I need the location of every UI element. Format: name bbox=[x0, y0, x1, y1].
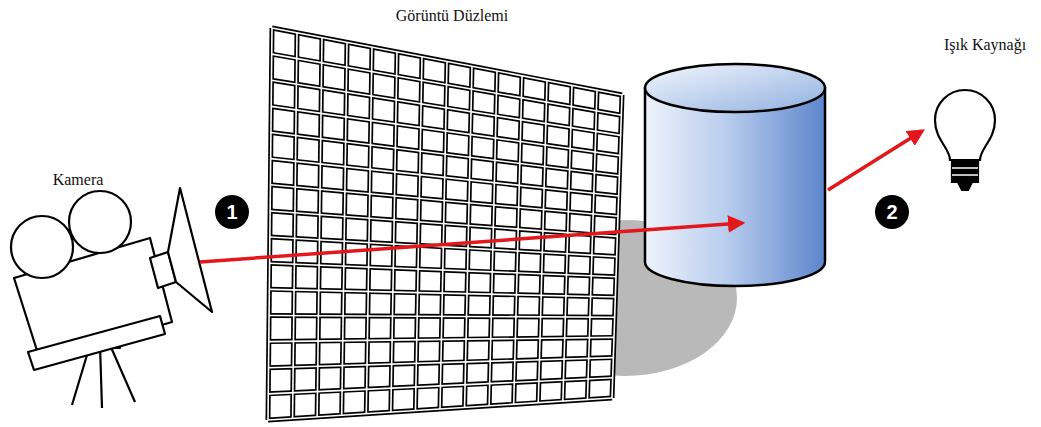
grid-line-gap bbox=[268, 378, 612, 394]
grid-line-gap bbox=[342, 42, 347, 415]
grid-line-gap bbox=[391, 52, 397, 412]
grid-line bbox=[587, 90, 597, 399]
grid-line bbox=[612, 95, 622, 398]
grid-line-gap bbox=[270, 211, 617, 236]
grid-line bbox=[342, 42, 347, 415]
primary-ray bbox=[200, 223, 742, 262]
grid-line-gap bbox=[270, 185, 618, 216]
grid-line-gap bbox=[415, 57, 422, 411]
grid-line-gap bbox=[269, 358, 614, 368]
grid-line bbox=[366, 47, 372, 414]
grid-line-gap bbox=[489, 71, 497, 406]
cylinder-object bbox=[645, 64, 825, 286]
grid-line bbox=[415, 57, 422, 411]
light-bulb-symbol bbox=[935, 90, 995, 190]
callout-number: 1 bbox=[226, 202, 237, 222]
grid-line-gap bbox=[269, 289, 615, 297]
callout-circle: 1 bbox=[215, 195, 249, 229]
grid-line-gap bbox=[269, 337, 614, 341]
grid-line bbox=[440, 62, 447, 410]
grid-line bbox=[268, 28, 272, 420]
grid-line-gap bbox=[563, 85, 572, 401]
grid-line-gap bbox=[268, 28, 272, 420]
grid-line-gap bbox=[538, 81, 547, 403]
grid-line-gap bbox=[293, 33, 297, 419]
grid-line-gap bbox=[440, 62, 447, 410]
grid-line bbox=[465, 66, 472, 407]
grid-line bbox=[538, 81, 547, 403]
grid-line-gap bbox=[271, 133, 619, 176]
grid-line-gap bbox=[269, 315, 615, 317]
image-plane-grid bbox=[268, 28, 622, 420]
grid-line-gap bbox=[587, 90, 597, 399]
camera-label: Kamera bbox=[53, 171, 104, 189]
grid-line bbox=[563, 85, 572, 401]
callout-number: 2 bbox=[886, 202, 897, 222]
grid-line bbox=[489, 71, 497, 406]
shadow-ray bbox=[828, 131, 922, 190]
grid-line-gap bbox=[268, 398, 612, 420]
grid-ground bbox=[268, 28, 622, 420]
grid-line-gap bbox=[271, 106, 620, 155]
plane-label: Görüntü Düzlemi bbox=[396, 7, 508, 25]
grid-line-gap bbox=[612, 95, 622, 398]
grid-line bbox=[269, 315, 615, 317]
callout-circle: 2 bbox=[875, 195, 909, 229]
grid-line bbox=[391, 52, 397, 412]
grid-line bbox=[317, 38, 322, 417]
grid-line-gap bbox=[317, 38, 322, 417]
grid-line-gap bbox=[271, 159, 619, 196]
grid-line-gap bbox=[465, 66, 472, 407]
grid-line-gap bbox=[272, 54, 622, 115]
light-label: Işık Kaynağı bbox=[944, 36, 1026, 54]
grid-line-gap bbox=[270, 263, 616, 277]
grid-line-gap bbox=[271, 80, 620, 135]
grid-line bbox=[293, 33, 297, 419]
camera-symbol bbox=[11, 188, 212, 408]
grid-line-gap bbox=[366, 47, 372, 414]
